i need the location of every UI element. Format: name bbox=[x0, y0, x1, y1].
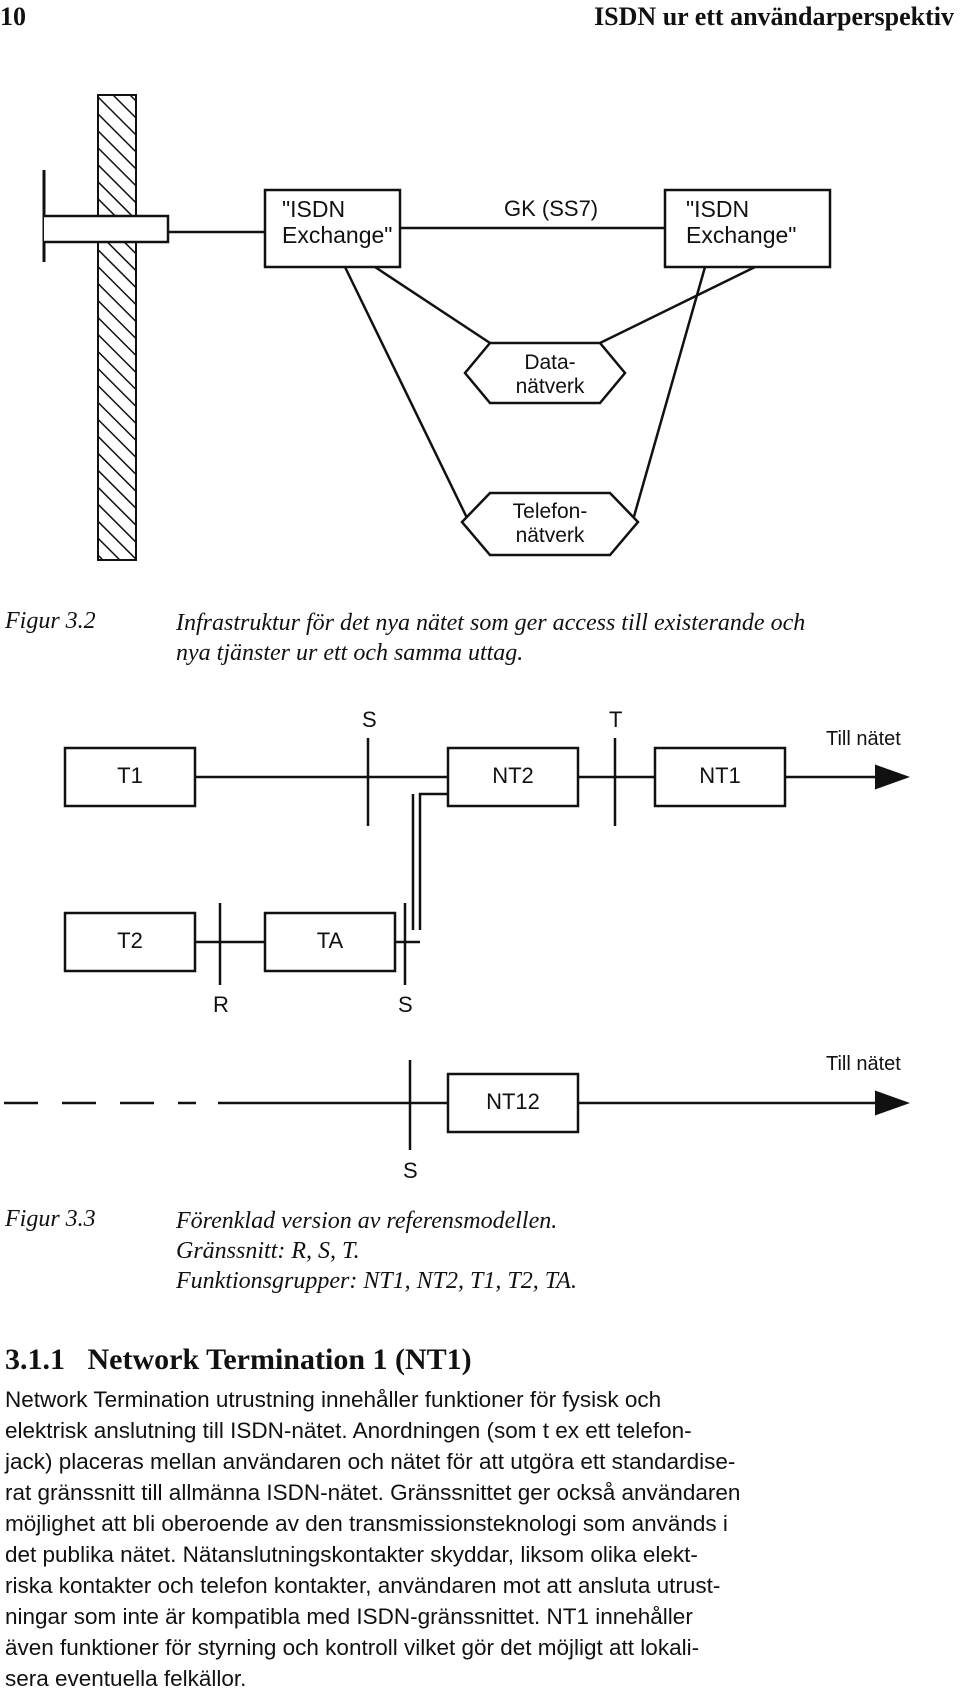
body-line: möjlighet att bli oberoende av den trans… bbox=[5, 1511, 728, 1536]
data-network-label: Data-nätverk bbox=[515, 351, 585, 398]
phone-network-label: Telefon-nätverk bbox=[512, 500, 588, 547]
body-line: ningar som inte är kompatibla med ISDN-g… bbox=[5, 1604, 693, 1629]
body-line: rat gränssnitt till allmänna ISDN-nätet.… bbox=[5, 1480, 741, 1505]
ta-label: TA bbox=[316, 928, 344, 953]
page-number: 10 bbox=[0, 2, 26, 31]
to-network-label-2: Till nätet bbox=[826, 1053, 901, 1075]
body-line: det publika nätet. Nätanslutningskontakt… bbox=[5, 1542, 698, 1567]
body-line: sera eventuella felkällor. bbox=[5, 1666, 247, 1691]
figure-3-2-caption: Infrastruktur för det nya nätet som ger … bbox=[176, 610, 806, 666]
to-network-label-1: Till nätet bbox=[826, 728, 901, 750]
data-network-hexagon bbox=[463, 341, 627, 405]
wall-hatching bbox=[97, 94, 137, 561]
section-heading: 3.1.1 Network Termination 1 (NT1) bbox=[5, 1343, 472, 1376]
body-line: elektrisk anslutning till ISDN-nätet. An… bbox=[5, 1418, 692, 1443]
running-title: ISDN ur ett användarperspektiv bbox=[594, 2, 954, 31]
ref-point-s-top: S bbox=[362, 707, 377, 732]
section-body: Network Termination utrustning innehålle… bbox=[5, 1384, 930, 1694]
link-label: GK (SS7) bbox=[504, 196, 599, 221]
body-line: även funktioner för styrning och kontrol… bbox=[5, 1635, 700, 1660]
ref-point-s-mid: S bbox=[398, 992, 413, 1017]
exchange-right-box bbox=[663, 188, 832, 269]
nt2-label: NT2 bbox=[492, 763, 534, 788]
t2-label: T2 bbox=[117, 928, 143, 953]
t1-label: T1 bbox=[117, 763, 143, 788]
phone-network-hexagon bbox=[460, 491, 640, 557]
ref-point-s-bottom: S bbox=[403, 1158, 418, 1183]
body-line: Network Termination utrustning innehålle… bbox=[5, 1387, 662, 1412]
body-line: riska kontakter och telefon kontakter, a… bbox=[5, 1573, 721, 1598]
nt12-label: NT12 bbox=[486, 1089, 540, 1114]
figure-3-3-caption: Förenklad version av referensmodellen. G… bbox=[176, 1208, 577, 1294]
body-line: jack) placeras mellan användaren och nät… bbox=[5, 1449, 736, 1474]
figure-3-2-label: Figur 3.2 bbox=[5, 608, 96, 634]
t2-box bbox=[63, 911, 197, 973]
nt1-label: NT1 bbox=[699, 763, 741, 788]
ref-point-t-top: T bbox=[609, 707, 623, 732]
exchange-left-box bbox=[263, 188, 402, 269]
figure-3-3-label: Figur 3.3 bbox=[5, 1206, 96, 1232]
ref-point-r: R bbox=[213, 992, 229, 1017]
